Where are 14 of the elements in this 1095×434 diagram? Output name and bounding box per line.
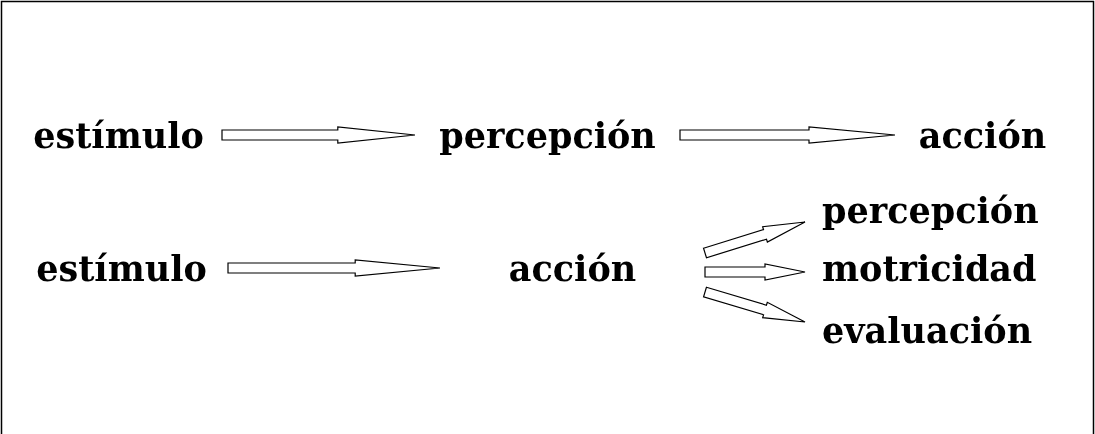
block-arrow bbox=[702, 221, 806, 259]
block-arrow bbox=[679, 126, 896, 144]
block-arrow bbox=[704, 263, 806, 281]
block-arrow bbox=[702, 286, 806, 323]
node-label: acción bbox=[918, 117, 1047, 153]
node-label: percepción bbox=[822, 192, 1039, 228]
node-label: estímulo bbox=[33, 117, 204, 153]
node-label: percepción bbox=[439, 117, 656, 153]
node-label: motricidad bbox=[822, 250, 1037, 286]
node-label: estímulo bbox=[36, 250, 207, 286]
block-arrow bbox=[221, 126, 416, 144]
node-label: acción bbox=[508, 250, 637, 286]
block-arrow bbox=[227, 259, 441, 277]
node-label: evaluación bbox=[822, 312, 1033, 348]
